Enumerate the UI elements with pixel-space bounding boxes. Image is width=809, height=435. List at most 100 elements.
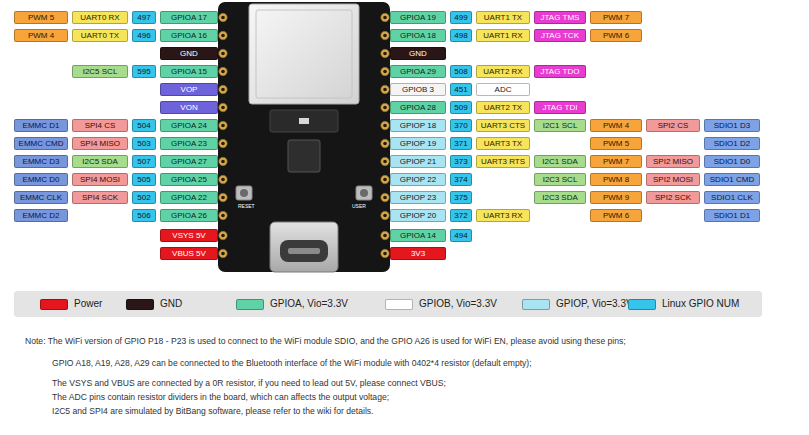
sdio-function-label: SDIO1 D3 xyxy=(704,119,760,132)
pin-text: I2C5 SCL xyxy=(83,66,118,77)
pin-text: SPI2 SCK xyxy=(655,192,691,203)
pad-hole xyxy=(221,252,225,256)
pin-text: GPIOP 20 xyxy=(400,210,436,221)
pin-text: GPIOA 22 xyxy=(171,192,207,203)
pin-text: GPIOA 18 xyxy=(400,30,436,41)
pin-text: UART3 RTS xyxy=(481,156,525,167)
pin-text: PWM 5 xyxy=(28,12,54,23)
legend-label: Power xyxy=(74,298,102,310)
ground-pin-label: GND xyxy=(390,47,446,60)
gold-pad xyxy=(381,13,389,21)
pin-text: GPIOA 17 xyxy=(171,12,207,23)
gold-pad xyxy=(381,175,389,183)
pin-text: 451 xyxy=(454,84,467,95)
pad-hole xyxy=(221,34,225,38)
pad-hole xyxy=(221,16,225,20)
gold-pad xyxy=(219,211,227,219)
legend-entry: GPIOB, Vio=3.3V xyxy=(385,298,535,311)
pin-text: SDIO1 CLK xyxy=(711,192,753,203)
linux-gpio-number: 494 xyxy=(450,229,472,242)
linux-gpio-number: 374 xyxy=(450,173,472,186)
pwm-function-label: PWM 8 xyxy=(590,173,642,186)
pin-text: GPIOA 24 xyxy=(171,120,207,131)
gpioa-pin-label: GPIOA 26 xyxy=(160,209,218,222)
pad-hole xyxy=(383,160,387,164)
emmc-function-label: EMMC CLK xyxy=(14,191,68,204)
gpiop-pin-label: GPIOP 22 xyxy=(390,173,446,186)
audio-pin-label: VOP xyxy=(160,83,218,96)
pin-text: UART1 TX xyxy=(484,12,522,23)
pin-text: 3V3 xyxy=(411,248,425,259)
legend-label: Linux GPIO NUM xyxy=(662,298,739,310)
pin-text: GPIOA 27 xyxy=(171,156,207,167)
gpioa-pin-label: GPIOA 23 xyxy=(160,137,218,150)
jtag-function-label: JTAG TMS xyxy=(534,11,586,24)
power-pin-label: VSYS 5V xyxy=(160,229,218,242)
pad-hole xyxy=(383,252,387,256)
pad-hole xyxy=(383,124,387,128)
pin-text: 370 xyxy=(454,120,467,131)
gold-pad xyxy=(381,49,389,57)
user-button xyxy=(356,186,372,200)
pin-text: GPIOP 18 xyxy=(400,120,436,131)
pin-text: JTAG TDO xyxy=(541,66,580,77)
pin-text: 509 xyxy=(454,102,467,113)
pin-text: I2C1 SCL xyxy=(543,120,578,131)
pin-text: I2C3 SCL xyxy=(543,174,578,185)
pin-text: SPI4 SCK xyxy=(82,192,118,203)
spi-function-label: SPI2 MISO xyxy=(646,155,700,168)
pin-text: JTAG TDI xyxy=(543,102,578,113)
pin-text: GPIOA 14 xyxy=(400,230,436,241)
sdio-function-label: SDIO1 CLK xyxy=(704,191,760,204)
gold-pad xyxy=(381,67,389,75)
pin-text: EMMC D2 xyxy=(23,210,60,221)
linux-gpio-number: 375 xyxy=(450,191,472,204)
linux-gpio-number: 505 xyxy=(132,173,156,186)
button-cap xyxy=(240,189,248,197)
legend-label: GND xyxy=(160,298,182,310)
pin-text: 372 xyxy=(454,210,467,221)
pin-text: 504 xyxy=(137,120,150,131)
pin-text: I2C1 SDA xyxy=(542,156,578,167)
pin-text: PWM 6 xyxy=(603,30,629,41)
component-row xyxy=(270,110,338,132)
pad-hole xyxy=(221,124,225,128)
pad-hole xyxy=(221,160,225,164)
legend-label: GPIOP, Vio=3.3V xyxy=(556,298,633,310)
pin-text: VOP xyxy=(181,84,198,95)
gold-pad xyxy=(219,249,227,257)
pin-text: GPIOA 25 xyxy=(171,174,207,185)
pwm-function-label: PWM 7 xyxy=(590,155,642,168)
jtag-function-label: JTAG TDI xyxy=(534,101,586,114)
pwm-function-label: PWM 5 xyxy=(590,137,642,150)
pwm-function-label: PWM 4 xyxy=(590,119,642,132)
pin-text: EMMC CLK xyxy=(20,192,62,203)
pad-hole xyxy=(221,214,225,218)
pad-hole xyxy=(383,178,387,182)
gold-pad xyxy=(219,193,227,201)
gpiop-pin-label: GPIOP 20 xyxy=(390,209,446,222)
pin-text: 497 xyxy=(137,12,150,23)
uart-function-label: UART0 RX xyxy=(72,11,128,24)
gold-pad xyxy=(381,139,389,147)
pin-text: UART0 RX xyxy=(80,12,119,23)
pin-text: EMMC D0 xyxy=(23,174,60,185)
pin-text: 508 xyxy=(454,66,467,77)
usb-c-port xyxy=(280,240,328,262)
silkscreen-label: RESET xyxy=(238,203,268,210)
gold-pad xyxy=(219,175,227,183)
pad-hole xyxy=(383,52,387,56)
gold-pad xyxy=(219,49,227,57)
power-pin-label: 3V3 xyxy=(390,247,446,260)
pin-text: PWM 7 xyxy=(603,12,629,23)
linux-gpio-number: 373 xyxy=(450,155,472,168)
legend-swatch xyxy=(40,299,68,310)
uart-function-label: UART3 TX xyxy=(476,137,530,150)
pin-text: 595 xyxy=(137,66,150,77)
gpiop-pin-label: GPIOP 21 xyxy=(390,155,446,168)
linux-gpio-number: 507 xyxy=(132,155,156,168)
pin-text: GPIOA 19 xyxy=(400,12,436,23)
gpiob-pin-label: GPIOB 3 xyxy=(390,83,446,96)
i2c-function-label: I2C3 SCL xyxy=(534,173,586,186)
i2c-function-label: I2C5 SDA xyxy=(72,155,128,168)
